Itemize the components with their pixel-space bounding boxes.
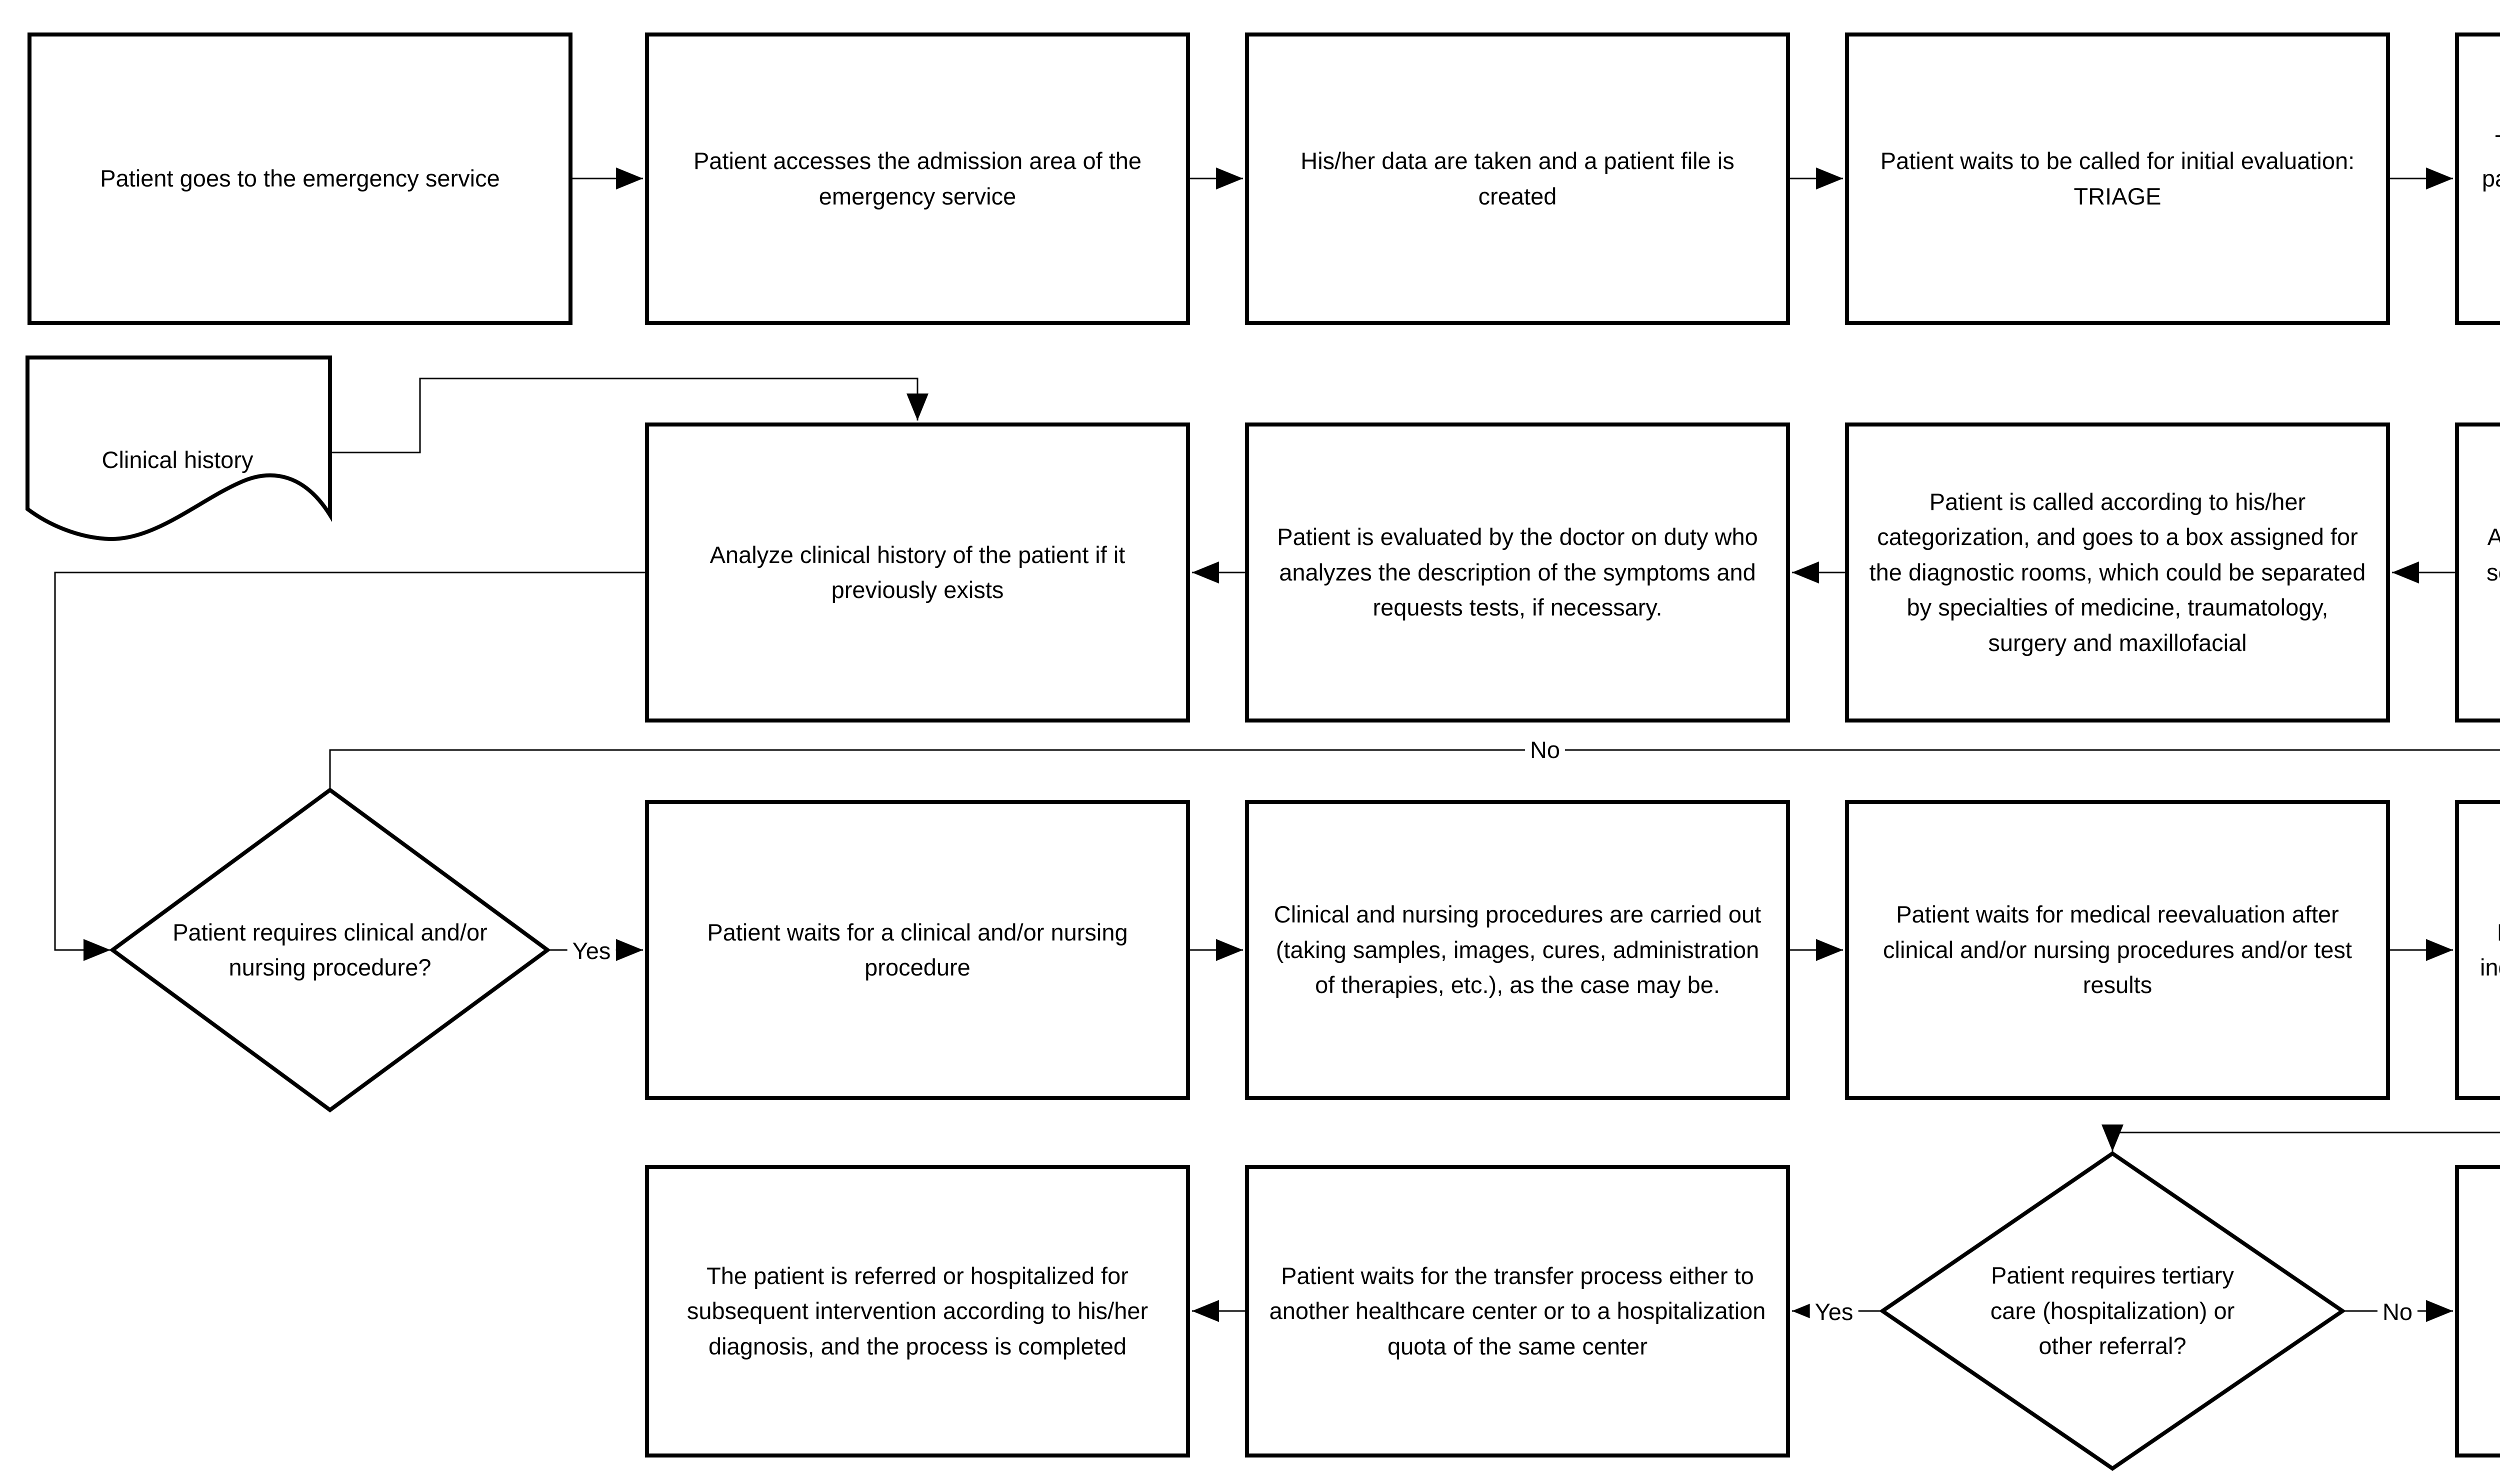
edge-label-yes-1: Yes [567, 936, 616, 966]
node-text: Patient waits for the transfer process e… [1269, 1262, 1766, 1360]
node-text: His/her data are taken and a patient fil… [1300, 148, 1734, 210]
node-text: Patient is evaluated by the doctor on du… [1277, 524, 1758, 621]
node-text: Patient waits for a clinical and/or nurs… [707, 918, 1128, 981]
decision-label-requires-tertiary: Patient requires tertiary care (hospital… [1972, 1215, 2252, 1407]
node-text: Patient is given the diagnosis and the d… [2480, 919, 2500, 981]
node-text: According to the categorization in the T… [2486, 524, 2500, 586]
edge-clinical-history [330, 378, 928, 454]
node-text: Patient accesses the admission area of t… [693, 148, 1142, 210]
node-text: Patient goes to the emergency service [100, 165, 500, 192]
process-analyze-history: Analyze clinical history of the patient … [645, 422, 1190, 722]
node-text: Patient is called according to his/her c… [1869, 488, 2366, 656]
process-evaluated-by-doctor: Patient is evaluated by the doctor on du… [1245, 422, 1790, 722]
process-access-admission: Patient accesses the admission area of t… [645, 32, 1190, 325]
decision-label-requires-procedure: Patient requires clinical and/or nursing… [170, 860, 490, 1040]
process-procedures-done: Clinical and nursing procedures are carr… [1245, 800, 1790, 1100]
node-text: The patient leaves the healthcare center… [2479, 1258, 2500, 1364]
edge-analyze-to-decision1 [54, 572, 645, 961]
process-wait-triage: Patient waits to be called for initial e… [1845, 32, 2390, 325]
process-given-diagnosis: Patient is given the diagnosis and the d… [2455, 800, 2500, 1100]
node-text: Patient requires tertiary care (hospital… [1990, 1262, 2235, 1360]
edge-label-no-2: No [2377, 1298, 2418, 1326]
node-text: Clinical history [102, 446, 254, 473]
process-referred-hospitalized: The patient is referred or hospitalized … [645, 1165, 1190, 1458]
process-referred-within-area: According to the categorization in the T… [2455, 422, 2500, 722]
node-text: The patient is referred or hospitalized … [686, 1262, 1148, 1360]
process-patient-leaves: The patient leaves the healthcare center… [2455, 1165, 2500, 1458]
node-text: Patient waits to be called for initial e… [1880, 148, 2355, 210]
edge-label-no-1: No [1524, 736, 1566, 764]
node-text: Clinical and nursing procedures are carr… [1274, 901, 1762, 998]
process-wait-reevaluation: Patient waits for medical reevaluation a… [1845, 800, 2390, 1100]
process-wait-transfer: Patient waits for the transfer process e… [1245, 1165, 1790, 1458]
process-triage-eval: TRIAGE evaluation and categorization of … [2455, 32, 2500, 325]
node-text: Patient requires clinical and/or nursing… [172, 918, 488, 981]
process-wait-procedure: Patient waits for a clinical and/or nurs… [645, 800, 1190, 1100]
edge-label-yes-2: Yes [1810, 1298, 1858, 1326]
decision-shape-requires-procedure [109, 788, 551, 1112]
node-text: Patient waits for medical reevaluation a… [1883, 901, 2352, 998]
node-text: TRIAGE evaluation and categorization of … [2482, 130, 2500, 192]
document-shape-clinical-history [26, 356, 332, 542]
process-called-to-box: Patient is called according to his/her c… [1845, 422, 2390, 722]
decision-shape-requires-tertiary [1878, 1151, 2346, 1471]
process-data-taken: His/her data are taken and a patient fil… [1245, 32, 1790, 325]
edge-diagnosis-to-decision2 [2102, 1124, 2500, 1152]
edge-decision1-no [329, 749, 2500, 790]
process-go-to-emergency: Patient goes to the emergency service [28, 32, 572, 325]
document-label-clinical-history: Clinical history [42, 435, 312, 485]
node-text: Analyze clinical history of the patient … [710, 541, 1126, 604]
